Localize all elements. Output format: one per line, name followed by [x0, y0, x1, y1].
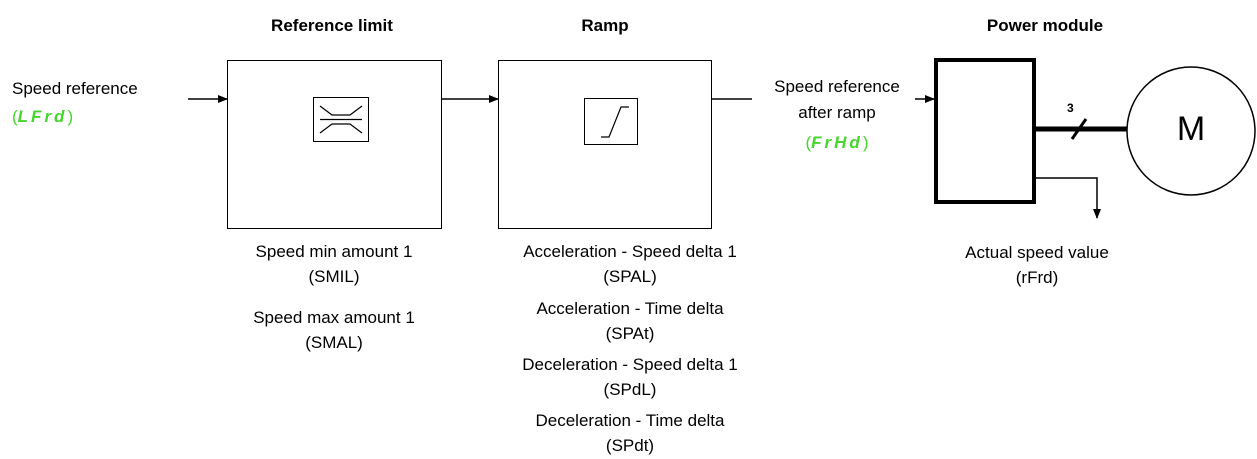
after-ramp-line1: Speed reference: [774, 77, 900, 96]
reference-limit-heading: Reference limit: [271, 16, 393, 35]
motor-circle: [1126, 66, 1256, 196]
ramp-heading: Ramp: [581, 16, 629, 35]
speed-min-code: (SMIL): [308, 267, 360, 286]
motor-label: M: [1176, 110, 1206, 148]
accel-speed-code: (SPAL): [603, 267, 657, 286]
phase-count: 3: [1067, 101, 1074, 115]
speed-max-label: Speed max amount 1: [253, 308, 415, 327]
after-ramp-line2: after ramp: [798, 103, 876, 122]
input-code: (LFrd): [12, 107, 74, 126]
speed-min-label: Speed min amount 1: [255, 242, 413, 261]
input-code-value: LFrd: [17, 107, 68, 126]
decel-time-label: Deceleration - Time delta: [535, 411, 725, 430]
accel-time-code: (SPAt): [605, 324, 655, 343]
after-ramp-code-value: FrHd: [811, 133, 863, 152]
power-module-heading: Power module: [986, 16, 1104, 35]
ramp-icon: [584, 98, 638, 145]
input-label: Speed reference: [12, 79, 138, 98]
three-phase-slash: [1070, 118, 1088, 140]
power-module-block: [934, 58, 1036, 204]
decel-speed-label: Deceleration - Speed delta 1: [522, 355, 738, 374]
after-ramp-code: (FrHd): [805, 133, 869, 152]
decel-time-code: (SPdt): [605, 436, 655, 455]
accel-speed-label: Acceleration - Speed delta 1: [523, 242, 737, 261]
reference-limit-block: [227, 60, 442, 229]
actual-speed-code: (rFrd): [1015, 268, 1059, 287]
actual-speed-label: Actual speed value: [965, 243, 1109, 262]
actual-speed-line: [1036, 177, 1101, 219]
accel-time-label: Acceleration - Time delta: [536, 299, 724, 318]
limiter-icon: [313, 97, 369, 142]
decel-speed-code: (SPdL): [603, 380, 657, 399]
speed-max-code: (SMAL): [305, 333, 363, 352]
